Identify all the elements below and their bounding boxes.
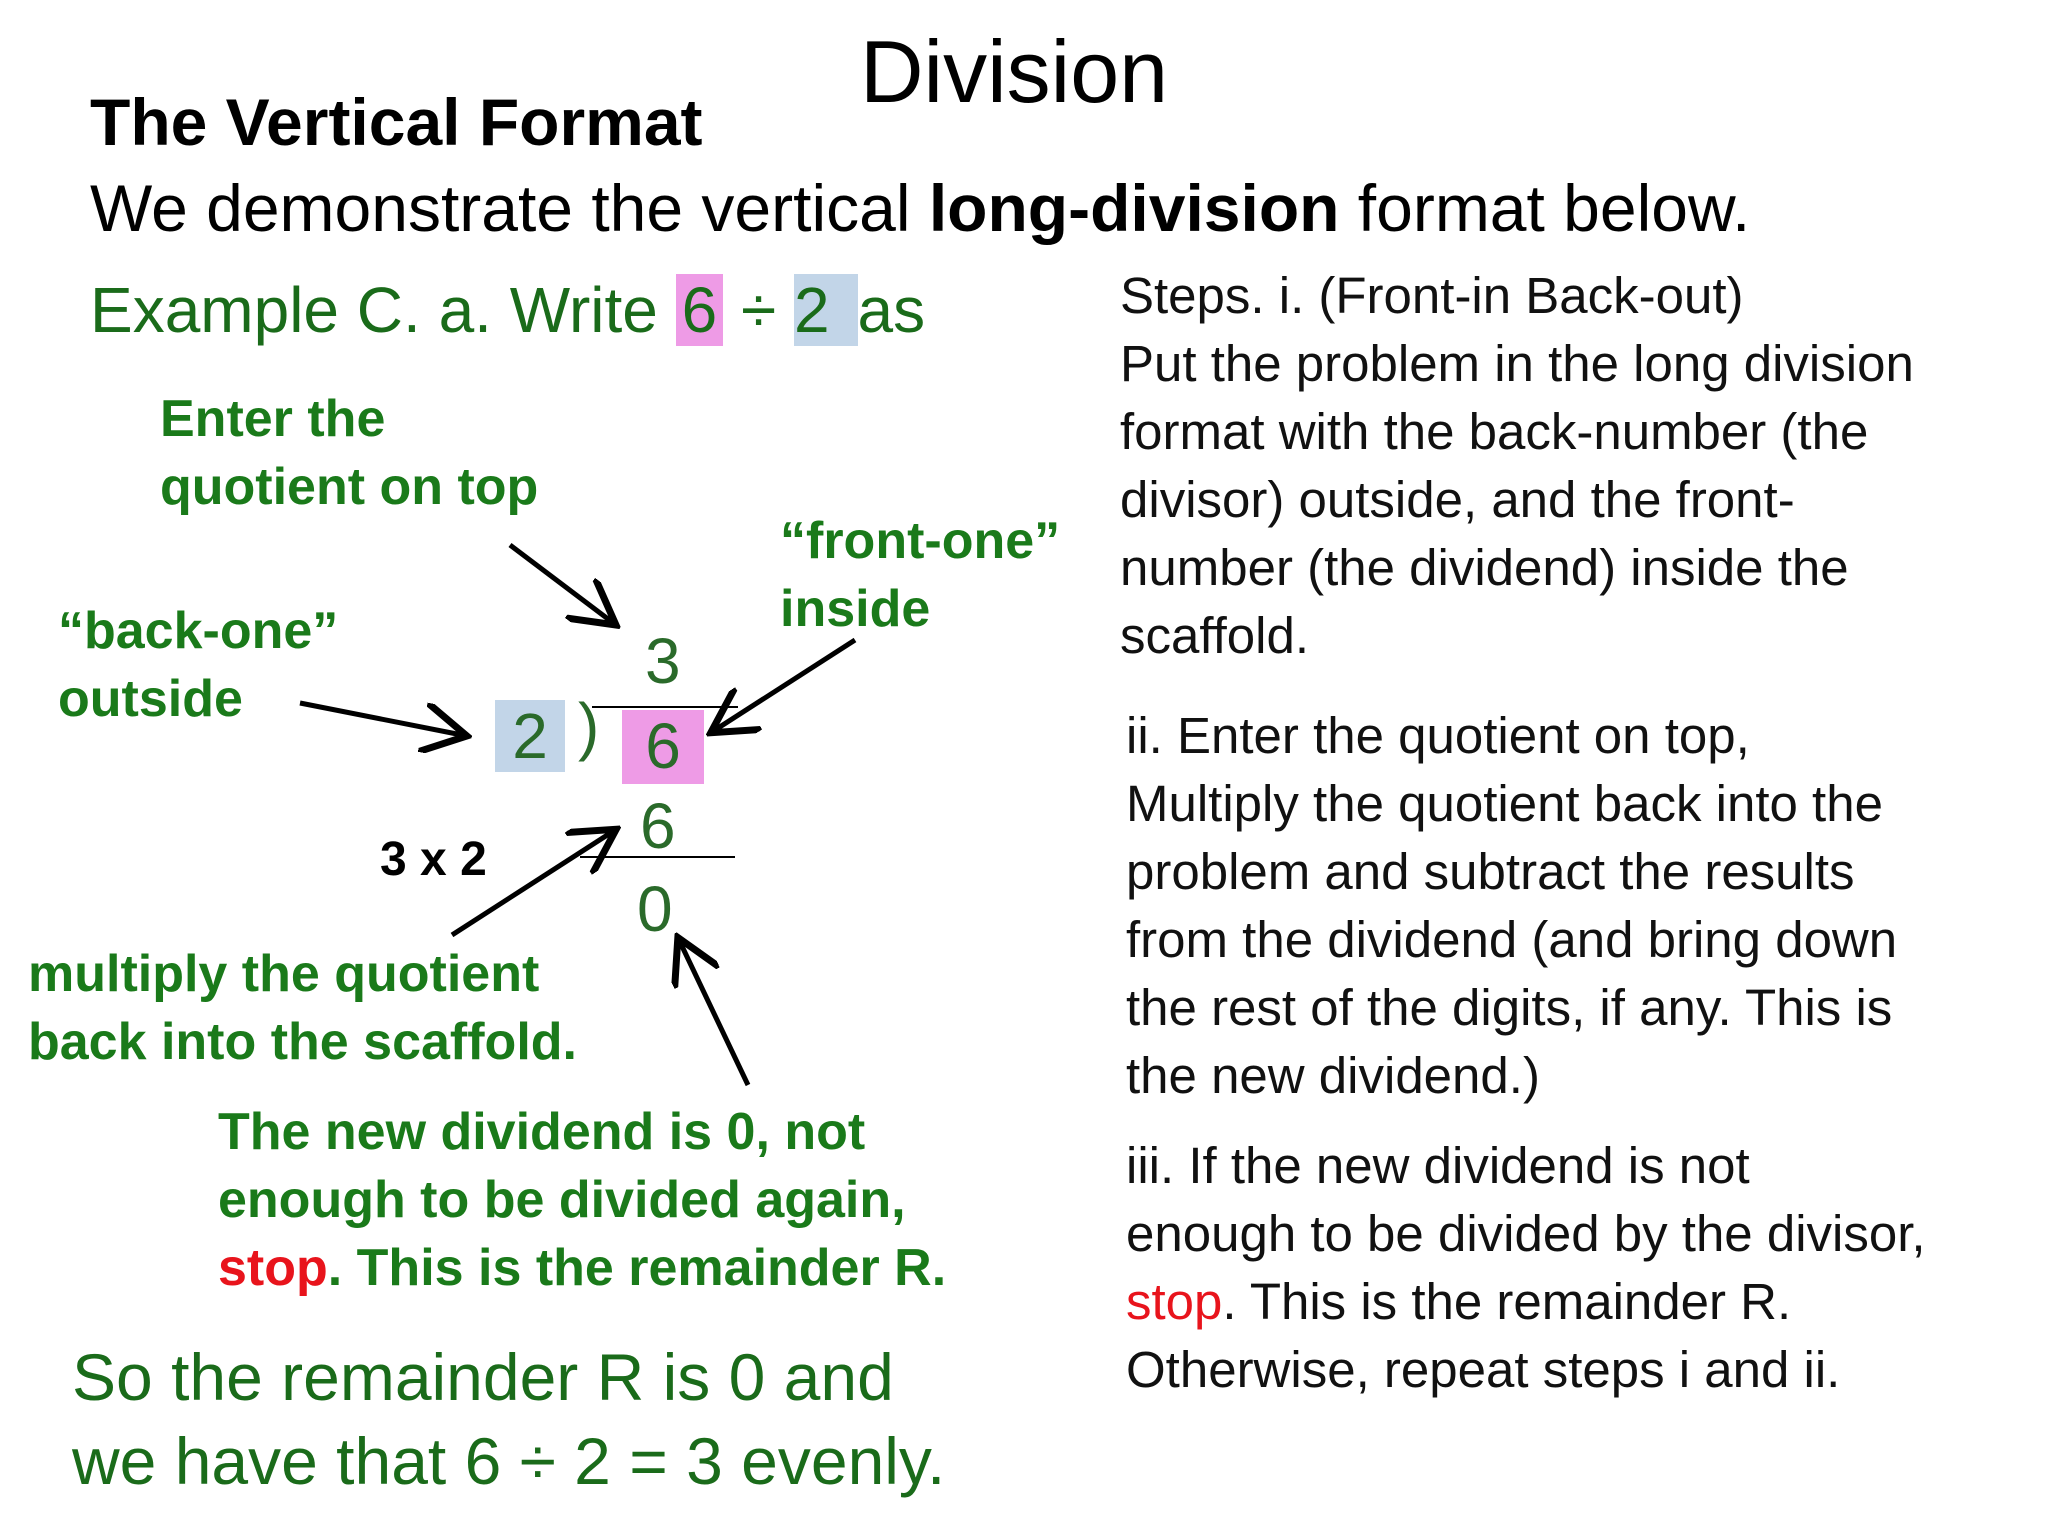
arrow-to-dividend xyxy=(715,637,857,730)
conclusion-line2: we have that 6 ÷ 2 = 3 evenly. xyxy=(72,1424,946,1498)
example-suffix: as xyxy=(857,274,926,346)
steps-iii-line1: iii. If the new dividend is not xyxy=(1126,1137,1750,1194)
intro-post: format below. xyxy=(1339,171,1751,245)
example-operator: ÷ xyxy=(723,274,794,346)
steps-ii-line: problem and subtract the results xyxy=(1126,843,1855,900)
steps-i-line: Steps. i. (Front-in Back-out) xyxy=(1120,267,1744,324)
callout-times: 3 x 2 xyxy=(380,833,487,886)
example-dividend: 6 xyxy=(675,274,724,346)
steps-i-line: format with the back-number (the xyxy=(1120,403,1869,460)
conclusion-line1: So the remainder R is 0 and xyxy=(72,1340,894,1414)
steps-i-line: divisor) outside, and the front- xyxy=(1120,471,1795,528)
steps-ii-line: Multiply the quotient back into the xyxy=(1126,775,1883,832)
steps-i: Steps. i. (Front-in Back-out) Put the pr… xyxy=(1120,262,1914,670)
arrow-to-remainder xyxy=(680,942,751,1087)
arrow-to-product xyxy=(450,832,612,938)
callout-back-one-line1: “back-one” xyxy=(58,602,339,660)
callout-quotient-on-top: Enter the quotient on top xyxy=(160,385,538,521)
section-subtitle: The Vertical Format xyxy=(90,85,703,159)
callout-new-dividend-line2: enough to be divided again, xyxy=(218,1171,906,1229)
steps-ii-line: the rest of the digits, if any. This is xyxy=(1126,979,1893,1036)
callout-front-one-line1: “front-one” xyxy=(780,512,1061,570)
steps-iii: iii. If the new dividend is not enough t… xyxy=(1126,1132,1926,1404)
steps-ii: ii. Enter the quotient on top, Multiply … xyxy=(1126,702,1897,1110)
steps-ii-line: from the dividend (and bring down xyxy=(1126,911,1898,968)
example-prefix: Example C. a. Write xyxy=(90,274,676,346)
intro-pre: We demonstrate the vertical xyxy=(90,171,929,245)
intro-bold-term: long-division xyxy=(928,171,1340,245)
divisor-digit: 2 xyxy=(495,700,565,772)
callout-multiply-line2: back into the scaffold. xyxy=(28,1013,577,1071)
quotient-digit: 3 xyxy=(645,625,681,697)
page-title: Division xyxy=(860,22,1169,121)
callout-new-dividend-line3: stop. This is the remainder R. xyxy=(218,1234,946,1302)
steps-iii-line3-rest: . This is the remainder R. xyxy=(1222,1273,1792,1330)
conclusion: So the remainder R is 0 and we have that… xyxy=(72,1335,945,1503)
stop-word: stop xyxy=(1126,1273,1223,1330)
steps-iii-line4: Otherwise, repeat steps i and ii. xyxy=(1126,1341,1841,1398)
steps-i-line: scaffold. xyxy=(1120,607,1310,664)
intro-sentence: We demonstrate the vertical long-divisio… xyxy=(90,168,1750,248)
steps-ii-line: ii. Enter the quotient on top, xyxy=(1126,707,1750,764)
steps-iii-line2: enough to be divided by the divisor, xyxy=(1126,1205,1926,1262)
steps-i-line: Put the problem in the long division xyxy=(1120,335,1914,392)
callout-front-one-line2: inside xyxy=(780,580,931,638)
callout-back-one-line2: outside xyxy=(58,670,243,728)
callout-new-dividend-line3-rest: . This is the remainder R. xyxy=(327,1239,947,1297)
steps-iii-line3: stop. This is the remainder R. xyxy=(1126,1268,1926,1336)
dividend-digit: 6 xyxy=(622,710,704,784)
stop-word: stop xyxy=(218,1239,328,1297)
callout-multiply: multiply the quotient back into the scaf… xyxy=(28,940,577,1076)
callout-new-dividend-line1: The new dividend is 0, not xyxy=(218,1103,866,1161)
example-divisor: 2 xyxy=(793,274,858,346)
steps-ii-line: the new dividend.) xyxy=(1126,1047,1540,1104)
arrow-to-quotient xyxy=(508,543,612,622)
steps-i-line: number (the dividend) inside the xyxy=(1120,539,1849,596)
product-digit: 6 xyxy=(640,790,676,862)
callout-back-one: “back-one” outside xyxy=(58,597,338,733)
callout-quotient-line1: Enter the xyxy=(160,390,386,448)
callout-front-one: “front-one” inside xyxy=(780,507,1060,643)
callout-multiply-line1: multiply the quotient xyxy=(28,945,540,1003)
arrow-to-divisor xyxy=(299,700,462,735)
callout-quotient-line2: quotient on top xyxy=(160,458,539,516)
remainder-digit: 0 xyxy=(637,873,673,945)
callout-new-dividend: The new dividend is 0, not enough to be … xyxy=(218,1098,946,1302)
